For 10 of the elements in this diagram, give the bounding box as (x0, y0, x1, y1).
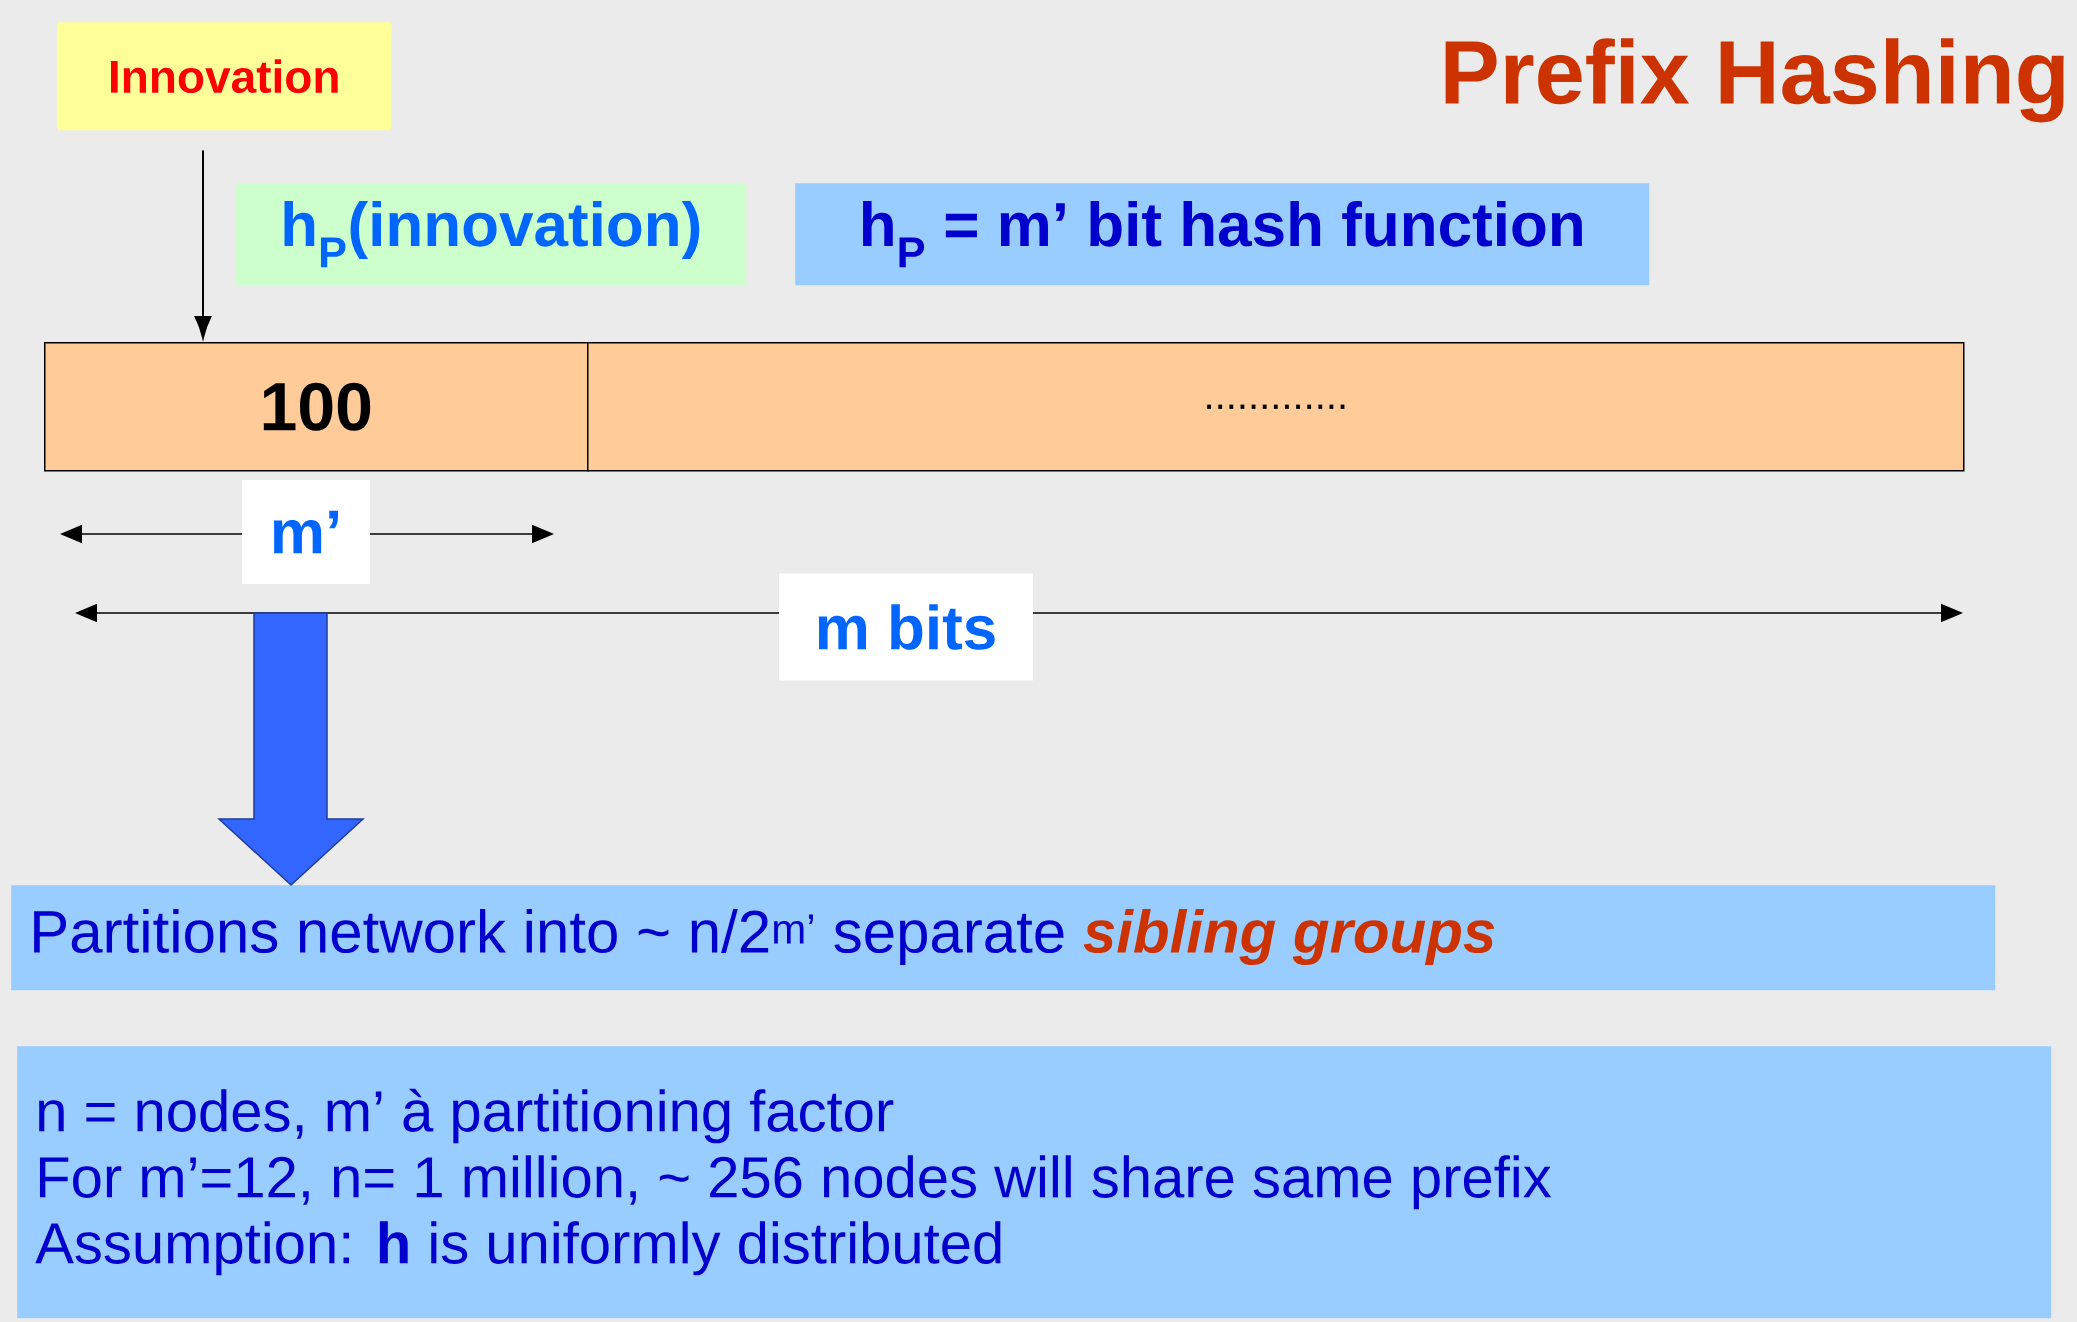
result-box: Partitions network into ~ n/2$^{m’}$ separate sibling groups (11, 885, 1996, 991)
note-box: n = nodes, m’ à partitioning factor For m’=12, n= 1 million, ~ 256 nodes will share same prefix Assumption: h is uniformly distributed (17, 1046, 2052, 1319)
prefix-cell: 100 (44, 342, 589, 472)
arrow (194, 149, 212, 339)
slide-title: Prefix Hashing (1445, 38, 2064, 123)
dimension-label: m bits (779, 573, 1033, 681)
hash-label-box: h$_{P}$(innovation) (236, 183, 747, 286)
dimension-label: m’ (242, 480, 370, 584)
term-box: Innovation (57, 22, 392, 131)
definition-box: h$_{P}$ = m’ bit hash function (795, 183, 1650, 286)
